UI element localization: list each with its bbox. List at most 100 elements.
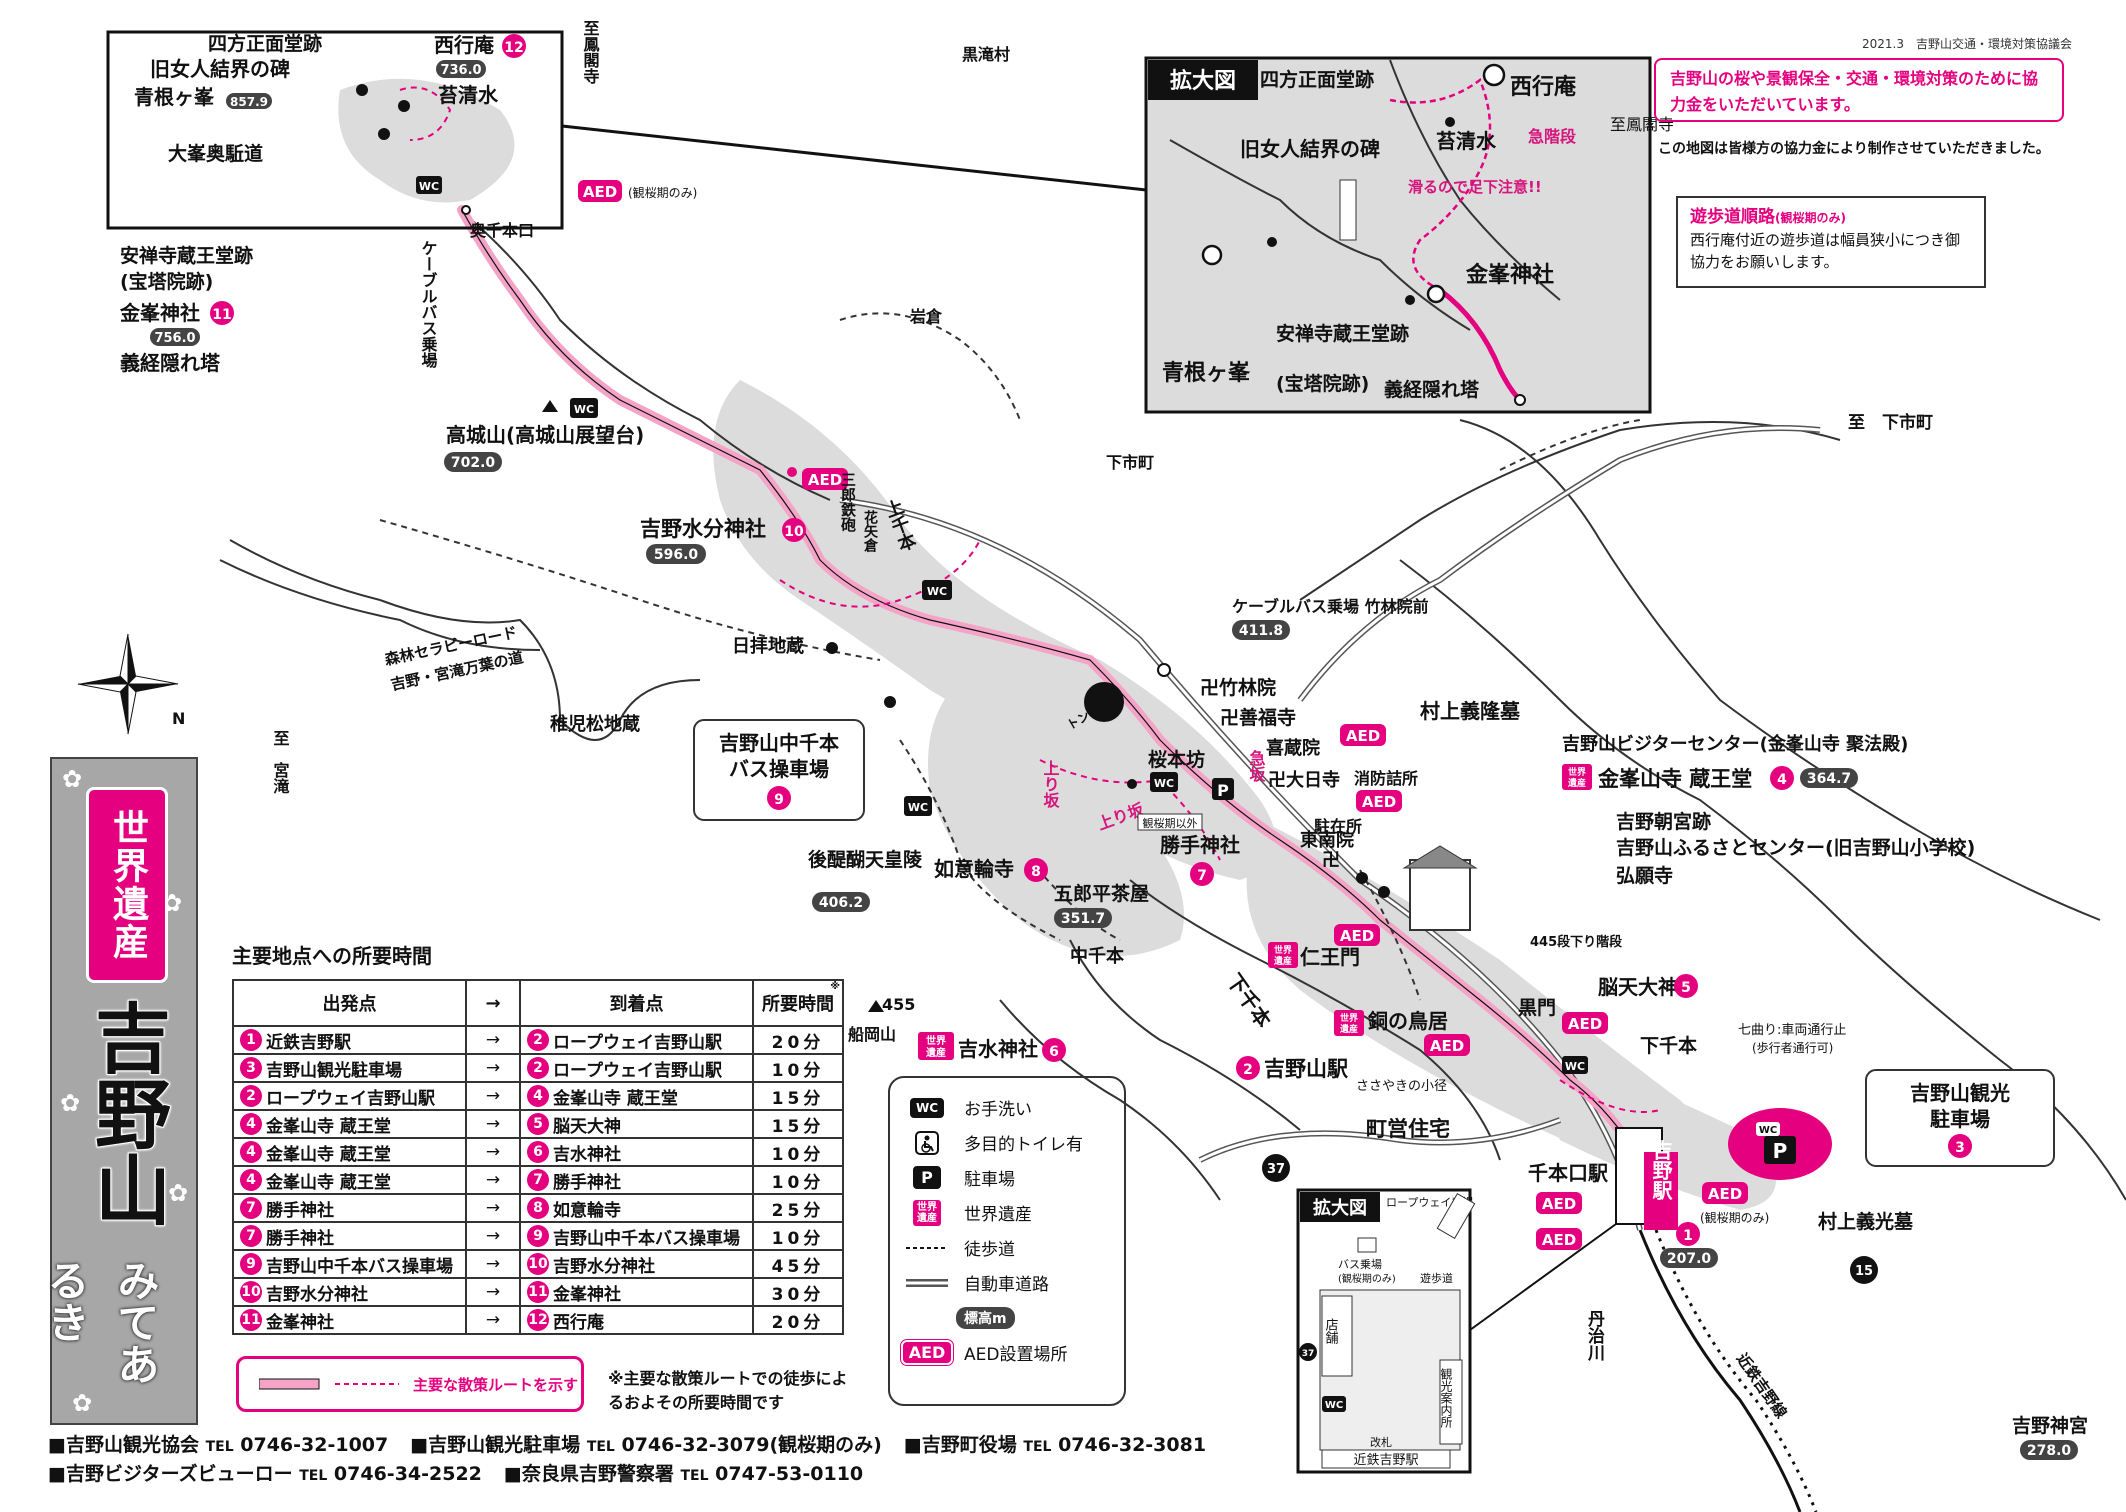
legend-elevation: 標高m — [906, 1300, 1108, 1335]
label-mikumari: 吉野水分神社 — [640, 517, 766, 541]
label-shimosenbon-side: 下千本 — [1222, 969, 1276, 1032]
row-arrow: → — [465, 1025, 521, 1055]
route-table-note: ※主要な散策ルートでの徒歩によるおよその所要時間です — [608, 1369, 848, 1412]
svg-text:N: N — [172, 709, 185, 728]
heritage-icon: 世界遺産 — [913, 1199, 941, 1226]
row-from-label: 勝手神社 — [266, 1228, 334, 1249]
row-from-label: 金峯山寺 蔵王堂 — [266, 1116, 391, 1137]
svg-text:世界: 世界 — [1568, 766, 1586, 778]
svg-text:WC: WC — [927, 585, 947, 598]
contact-name: ■吉野山観光駐車場 — [410, 1434, 581, 1456]
walk-line-icon — [906, 1246, 948, 1249]
label-takagi: 高城山(高城山展望台) — [446, 423, 644, 447]
label-senbonguchi: 千本口駅 — [1528, 1161, 1608, 1185]
header-to: 到着点 — [519, 979, 754, 1027]
row-time: 20分 — [752, 1025, 844, 1055]
row-to-num: 6 — [527, 1141, 549, 1163]
num-yoshimizu: 6 — [1049, 1044, 1059, 1060]
svg-text:WC: WC — [1565, 1060, 1585, 1073]
inset-label: 拡大図 — [1170, 69, 1236, 94]
row-to-label: 西行庵 — [553, 1312, 604, 1333]
elev-funaoka: 455 — [882, 995, 915, 1014]
label-nyonin: 旧女人結界の碑 — [150, 57, 290, 81]
elev-kinpusen: 364.7 — [1807, 771, 1851, 787]
route-legend-label: 主要な散策ルートを示す — [413, 1375, 579, 1394]
header-time-label: 所要時間 — [762, 994, 834, 1015]
svg-text:遺産: 遺産 — [925, 1046, 946, 1059]
label-cable-chikurin: ケーブルバス乗場 竹林院前 — [1232, 597, 1429, 616]
row-time: 10分 — [752, 1053, 844, 1083]
contact-info: ■吉野山観光協会 TEL 0746-32-1007■吉野山観光駐車場 TEL 0… — [48, 1432, 1228, 1490]
row-to-num: 2 — [527, 1057, 549, 1079]
row-to-num: 5 — [527, 1113, 549, 1135]
rail-line — [1638, 1229, 1818, 1512]
row-to-label: 勝手神社 — [553, 1172, 621, 1193]
inset-top-right: 拡大図 四方正面堂跡 西行庵 旧女人結界の碑 苔清水 急階段 滑るので足下注意!… — [1144, 56, 1674, 414]
contact-item: ■吉野山観光駐車場 TEL 0746-32-3079(観桜期のみ) — [410, 1434, 882, 1456]
label-niu: 丹治川 — [1584, 1310, 1606, 1362]
row-arrow: → — [465, 1053, 521, 1083]
row-to-label: 金峯神社 — [553, 1284, 621, 1305]
aed-zenpuku: AED — [1346, 727, 1380, 745]
num-katte: 7 — [1197, 868, 1207, 884]
page-title: 吉野山 — [81, 998, 172, 1228]
label-gugan: 弘願寺 — [1616, 865, 1673, 887]
label-nanamagari: 七曲り:車両通行止 — [1738, 1023, 1846, 1038]
label-katte: 勝手神社 — [1160, 833, 1240, 857]
aed-senbonguchi: AED — [1542, 1195, 1576, 1213]
title-panel: ✿ ✿ ✿ ✿ ✿ 世界遺産 吉野山 みてあるき — [41, 757, 198, 1425]
label-dainichi: 卍大日寺 — [1268, 769, 1340, 791]
row-from-num: 9 — [240, 1253, 262, 1275]
label-nyoirin: 如意輪寺 — [934, 857, 1014, 881]
row-to-num: 8 — [527, 1197, 549, 1219]
elev-kinpu: 756.0 — [154, 331, 195, 346]
row-to-num: 12 — [527, 1309, 549, 1331]
row-time: 45分 — [752, 1249, 844, 1279]
elev-takagi: 702.0 — [451, 455, 496, 471]
contact-name: ■吉野ビジターズビューロー — [48, 1463, 293, 1485]
aed-station: AED — [1542, 1231, 1576, 1249]
route-table-title: 主要地点への所要時間 — [232, 944, 432, 968]
aed-niomon: AED — [1340, 927, 1374, 945]
num-saigyo: 12 — [504, 40, 523, 56]
row-to-label: 脳天大神 — [553, 1116, 621, 1137]
label-visitor: 吉野山ビジターセンター(金峯山寺 聚法殿) — [1562, 733, 1908, 755]
elev-cable: 411.8 — [1239, 623, 1283, 639]
label-shimoichi: 下市町 — [1106, 453, 1154, 472]
row-from-label: ロープウェイ吉野山駅 — [266, 1088, 435, 1109]
row-to-num: 11 — [527, 1281, 549, 1303]
row-time: 15分 — [752, 1109, 844, 1139]
contact-tel-label: TEL — [299, 1468, 328, 1484]
row-from-num: 11 — [240, 1309, 262, 1331]
elev-yoshino: 207.0 — [1667, 1251, 1712, 1267]
label-shimosenbon: 下千本 — [1640, 1034, 1697, 1057]
elev-godaigo: 406.2 — [819, 895, 863, 911]
contact-item: ■吉野町役場 TEL 0746-32-3081 — [904, 1434, 1206, 1456]
num-bus: 9 — [774, 792, 784, 808]
label-chougu: 吉野朝宮跡 — [1616, 810, 1711, 833]
label-sanbu: 三郎鉄砲 — [839, 472, 857, 533]
svg-text:WC: WC — [1325, 1400, 1343, 1411]
row-time: 30分 — [752, 1277, 844, 1307]
row-from-label: 金峯山寺 蔵王堂 — [266, 1144, 391, 1165]
svg-text:遺産: 遺産 — [1273, 955, 1292, 967]
route15-marker: 15 — [1855, 1264, 1873, 1279]
elev-saigyo: 736.0 — [440, 63, 481, 78]
label-hanaya: 花矢倉 — [862, 509, 879, 553]
flower-icon: ✿ — [60, 1089, 81, 1117]
inset-bottom-info: 観光案内所 — [1439, 1368, 1453, 1428]
flower-icon: ✿ — [62, 765, 83, 793]
label-choei: 町営住宅 — [1366, 1117, 1450, 1141]
legend-toilet-label: お手洗い — [964, 1100, 1032, 1120]
label-kurotaki: 黒滝村 — [962, 45, 1010, 64]
